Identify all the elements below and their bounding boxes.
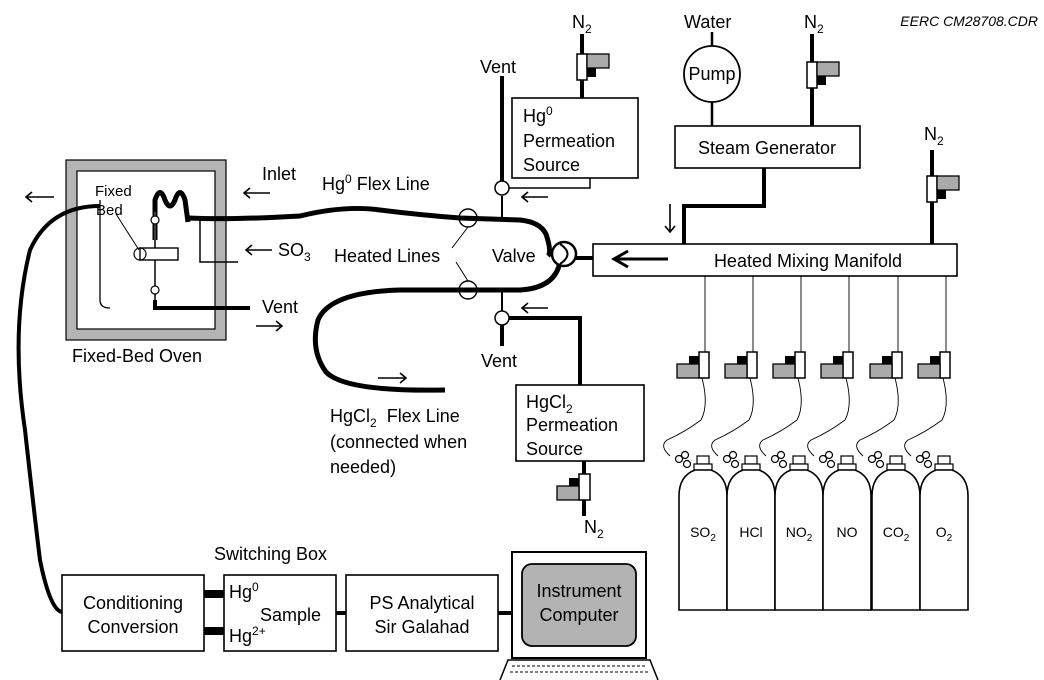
steam-generator-box — [674, 125, 861, 169]
connected-when-label: (connected when — [330, 432, 467, 452]
ps-analytical-box — [345, 574, 499, 652]
cylinder-gas-label: O2 — [936, 524, 953, 544]
gas-cylinder: NO2 — [759, 276, 824, 611]
cylinder-gas-label: HCl — [739, 524, 762, 540]
hgcl2-perm-hgcl2-label: HgCl2 — [526, 392, 573, 416]
gas-cylinder: SO2 — [663, 276, 728, 611]
heated-mixing-manifold-label: Heated Mixing Manifold — [714, 251, 902, 271]
cylinder-regulator-icon — [917, 351, 951, 379]
hg0-flex-line-label: Hg0 Flex Line — [322, 172, 430, 194]
ps-analytical-label: PS Analytical — [369, 593, 474, 613]
arrow-icon — [520, 302, 548, 314]
gas-cylinders: SO2 HCl NO2 NO CO2 O2 — [663, 276, 969, 611]
hgcl2-n2-label: N2 — [584, 517, 604, 541]
fixed-bed-oven — [65, 159, 250, 341]
hg0-permeation-source-box — [511, 97, 639, 179]
hgcl2-flex-line — [312, 261, 563, 393]
conversion-label: Conversion — [87, 617, 178, 637]
cylinder-regulator-icon — [820, 351, 854, 379]
fitting-icon — [150, 215, 160, 225]
cylinder-regulator-icon — [676, 351, 710, 379]
fixed-bed-element — [139, 247, 179, 261]
oven-vent-label: Vent — [262, 297, 298, 317]
valve-icon — [550, 240, 578, 268]
steam-n2-label: N2 — [804, 12, 824, 36]
heated-lines-label: Heated Lines — [334, 246, 440, 266]
hg0-perm-hg-label: Hg0 — [523, 104, 553, 126]
instrument-label: Instrument — [536, 581, 621, 601]
steam-generator-label: Steam Generator — [698, 138, 836, 158]
drawing-id: EERC CM28708.CDR — [900, 13, 1038, 29]
computer-label: Computer — [539, 605, 618, 625]
gas-cylinder: NO — [807, 276, 872, 611]
arrow-icon — [244, 244, 272, 256]
hg0-perm-source-label: Source — [523, 155, 580, 175]
hgcl2-vent-label: Vent — [481, 351, 517, 371]
arrow-icon — [520, 191, 548, 203]
needed-label: needed) — [330, 457, 396, 477]
bed-label: Bed — [96, 202, 123, 219]
cylinder-gas-label: SO2 — [690, 524, 716, 544]
hg0-vent-label: Vent — [480, 57, 516, 77]
sample-line — [16, 204, 101, 614]
fixed-bed-oven-label: Fixed-Bed Oven — [72, 346, 202, 366]
gas-cylinder: CO2 — [856, 276, 921, 611]
switching-box — [223, 574, 337, 652]
arrow-icon — [664, 204, 676, 234]
tee-fitting-icon — [494, 180, 510, 196]
inlet-label: Inlet — [262, 164, 296, 184]
arrow-icon — [378, 372, 408, 384]
arrow-icon — [24, 191, 54, 203]
manifold-n2-label: N2 — [924, 124, 944, 148]
arrow-icon — [610, 249, 668, 269]
switch-hg0-label: Hg0 — [229, 580, 259, 602]
switch-hg2-label: Hg2+ — [229, 624, 266, 646]
switch-sample-label: Sample — [260, 605, 321, 625]
switching-box-label: Switching Box — [214, 544, 327, 564]
water-label: Water — [684, 12, 731, 32]
hg0-n2-label: N2 — [572, 12, 592, 36]
arrow-icon — [256, 320, 284, 332]
heated-mixing-manifold-box — [592, 243, 958, 277]
hgcl2-perm-permeation-label: Permeation — [526, 415, 618, 435]
cylinder-gas-label: NO — [837, 524, 858, 540]
pump-label: Pump — [688, 64, 735, 84]
cylinder-regulator-icon — [724, 351, 758, 379]
hgcl2-permeation-source-box — [515, 384, 645, 462]
fitting-icon — [150, 285, 160, 295]
fixed-label: Fixed — [95, 183, 132, 200]
conditioning-conversion-box — [61, 574, 205, 652]
hgcl2-perm-source-label: Source — [526, 439, 583, 459]
valve-label: Valve — [492, 246, 536, 266]
instrument-computer — [499, 551, 659, 680]
gas-cylinder: O2 — [904, 276, 969, 611]
cylinder-regulator-icon — [772, 351, 806, 379]
sir-galahad-label: Sir Galahad — [374, 617, 469, 637]
tee-fitting-icon — [494, 310, 510, 326]
cylinder-regulator-icon — [869, 351, 903, 379]
hg0-perm-permeation-label: Permeation — [523, 131, 615, 151]
arrow-icon — [242, 187, 270, 199]
hg0-flex-line — [187, 205, 553, 258]
conditioning-label: Conditioning — [83, 593, 183, 613]
cylinder-gas-label: NO2 — [786, 524, 813, 544]
so3-label: SO3 — [278, 240, 311, 264]
gas-cylinder: HCl — [711, 276, 776, 611]
cylinder-gas-label: CO2 — [883, 524, 910, 544]
